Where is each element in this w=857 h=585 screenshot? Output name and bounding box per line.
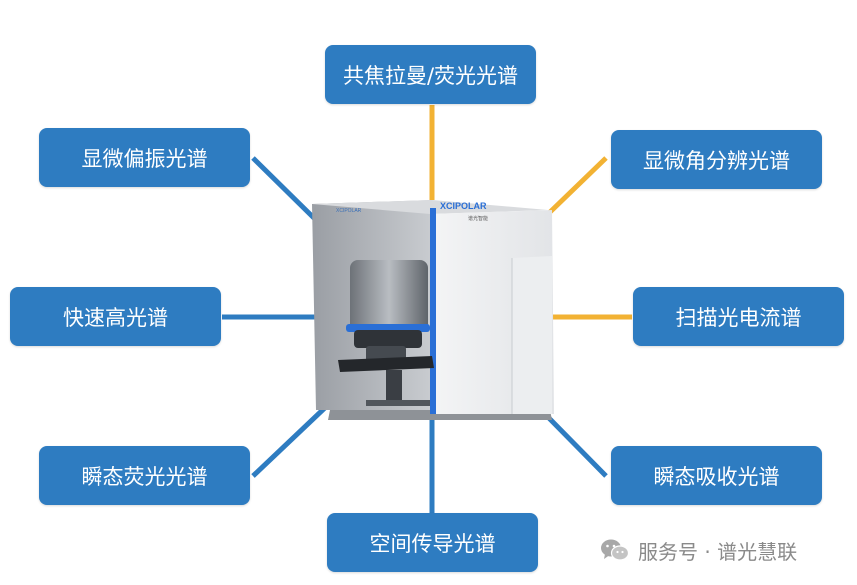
- label-scanning-photocurrent: 扫描光电流谱: [633, 287, 844, 346]
- label-micro-angle-resolved: 显微角分辨光谱: [611, 130, 822, 189]
- instrument-stage: [338, 356, 434, 372]
- label-confocal-raman-fluorescence: 共焦拉曼/荧光光谱: [325, 45, 536, 104]
- watermark-text: 服务号 · 谱光慧联: [638, 539, 798, 564]
- connector-lower-right: [541, 410, 608, 478]
- watermark: 服务号 · 谱光慧联: [600, 533, 797, 567]
- label-fast-hyperspectral: 快速高光谱: [10, 287, 221, 346]
- instrument-brand: XCIPOLAR: [440, 201, 487, 211]
- instrument-objective: [350, 260, 428, 332]
- instrument-side-brand: XCIPOLAR: [336, 208, 362, 214]
- connector-lower-left: [251, 401, 332, 478]
- instrument-brand-subtext: 谱光智能: [468, 215, 488, 222]
- wechat-icon: [601, 539, 630, 561]
- label-micro-polarization: 显微偏振光谱: [39, 128, 250, 187]
- connector-upper-right: [546, 156, 608, 216]
- instrument-illustration: XCIPOLAR 谱光智能 XCIPOLAR: [312, 200, 554, 420]
- instrument-blue-strip: [430, 208, 436, 414]
- connector-upper-left: [251, 156, 320, 224]
- label-transient-absorption: 瞬态吸收光谱: [611, 446, 822, 505]
- label-transient-fluorescence: 瞬态荧光光谱: [39, 446, 250, 505]
- label-spatial-transport: 空间传导光谱: [327, 513, 538, 572]
